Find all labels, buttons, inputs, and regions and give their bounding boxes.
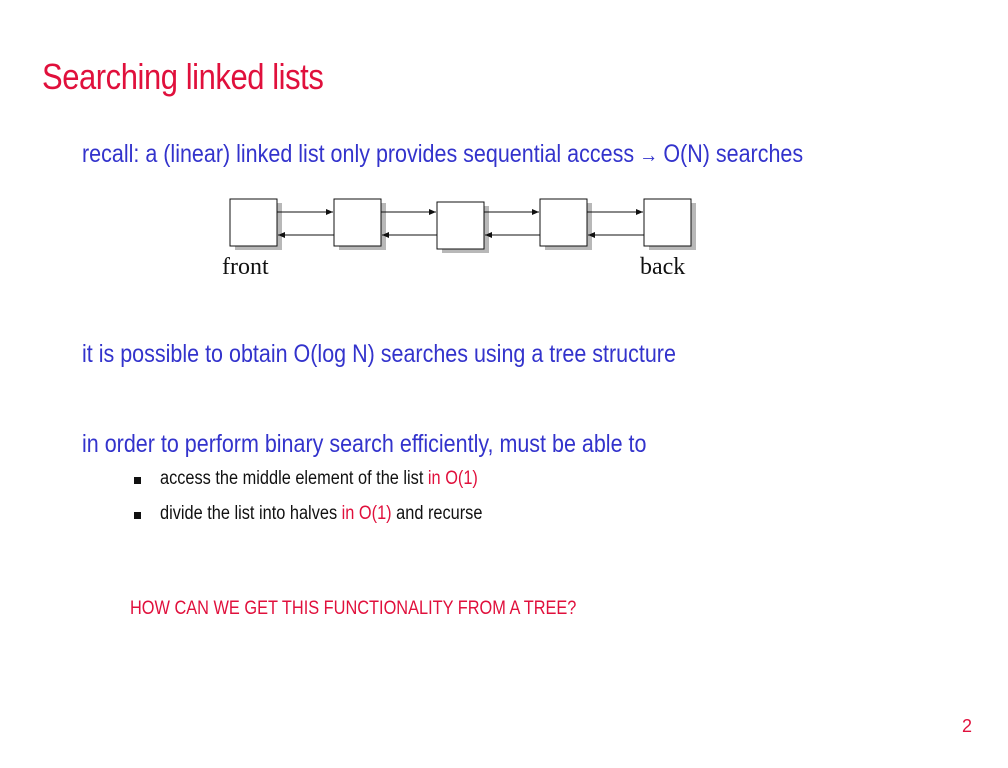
back-label: back — [640, 254, 685, 280]
sub-item-text: divide the list into halves in O(1) and … — [160, 503, 482, 525]
sub-item-text: access the middle element of the list in… — [160, 468, 478, 490]
square-bullet-icon — [134, 477, 141, 484]
linked-list-diagram: front back — [222, 198, 696, 280]
bullet-recall: recall: a (linear) linked list only prov… — [82, 140, 803, 169]
list-node — [436, 201, 489, 253]
bullet-recall-text: recall: a (linear) linked list only prov… — [82, 140, 635, 168]
list-node — [229, 198, 282, 250]
page-number: 2 — [961, 716, 972, 736]
list-node — [643, 198, 696, 250]
sub-item-main: access the middle element of the list — [160, 468, 424, 489]
list-node — [539, 198, 592, 250]
bullet-binary-search: in order to perform binary search effici… — [82, 430, 647, 458]
sub-item-suffix: and recurse — [396, 503, 483, 524]
list-node — [333, 198, 386, 250]
front-label: front — [222, 254, 269, 280]
bullet-recall-result: O(N) searches — [663, 140, 804, 168]
sub-item-highlight: in O(1) — [427, 468, 478, 489]
sub-item-highlight: in O(1) — [341, 503, 392, 524]
question-text: HOW CAN WE GET THIS FUNCTIONALITY FROM A… — [130, 598, 577, 619]
sub-item-main: divide the list into halves — [160, 503, 338, 524]
right-arrow-icon: → — [639, 142, 659, 167]
bullet-tree: it is possible to obtain O(log N) search… — [82, 340, 676, 368]
slide-title: Searching linked lists — [42, 56, 324, 97]
square-bullet-icon — [134, 512, 141, 519]
